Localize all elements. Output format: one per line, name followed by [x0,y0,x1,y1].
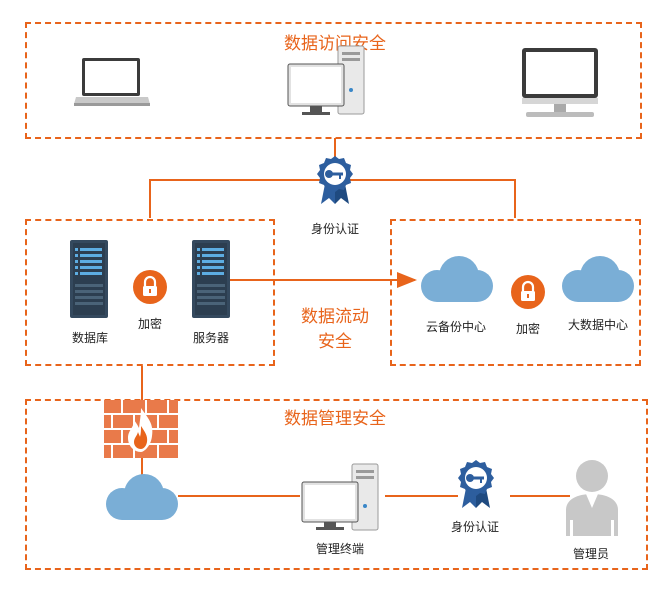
flow-zone-title-line2: 安全 [318,332,352,352]
laptop-icon [74,58,150,106]
auth-label-bottom: 身份认证 [450,520,499,534]
flow-zone-title-line1: 数据流动 [301,307,369,327]
encrypt-label-right: 加密 [515,322,540,336]
database-server-icon [70,240,108,318]
access-zone [25,22,642,139]
management-cloud-icon [106,474,178,520]
management-zone-title: 数据管理安全 [284,409,386,429]
big-data-cloud-icon [562,256,634,302]
lock-icon-right [511,275,545,309]
server-icon [192,240,230,318]
desktop-computer-icon [287,45,365,115]
auth-badge-icon-bottom [458,460,494,508]
big-data-label: 大数据中心 [567,318,628,332]
lock-icon-left [133,270,167,304]
firewall-icon [104,400,178,458]
cloud-backup-icon [421,256,493,302]
database-label: 数据库 [71,331,108,345]
auth-badge-icon-top [317,156,353,204]
encrypt-label-left: 加密 [137,317,162,331]
cloud-backup-label: 云备份中心 [425,320,486,334]
database-server-zone [25,219,275,366]
auth-label-top: 身份认证 [310,222,359,236]
server-label: 服务器 [192,331,229,345]
cloud-center-zone [390,219,641,366]
admin-person-icon [566,460,618,536]
admin-label: 管理员 [572,547,609,561]
management-zone [25,399,648,570]
management-terminal-icon [301,463,379,531]
mgmt-terminal-label: 管理终端 [315,542,364,556]
monitor-icon [522,48,598,117]
